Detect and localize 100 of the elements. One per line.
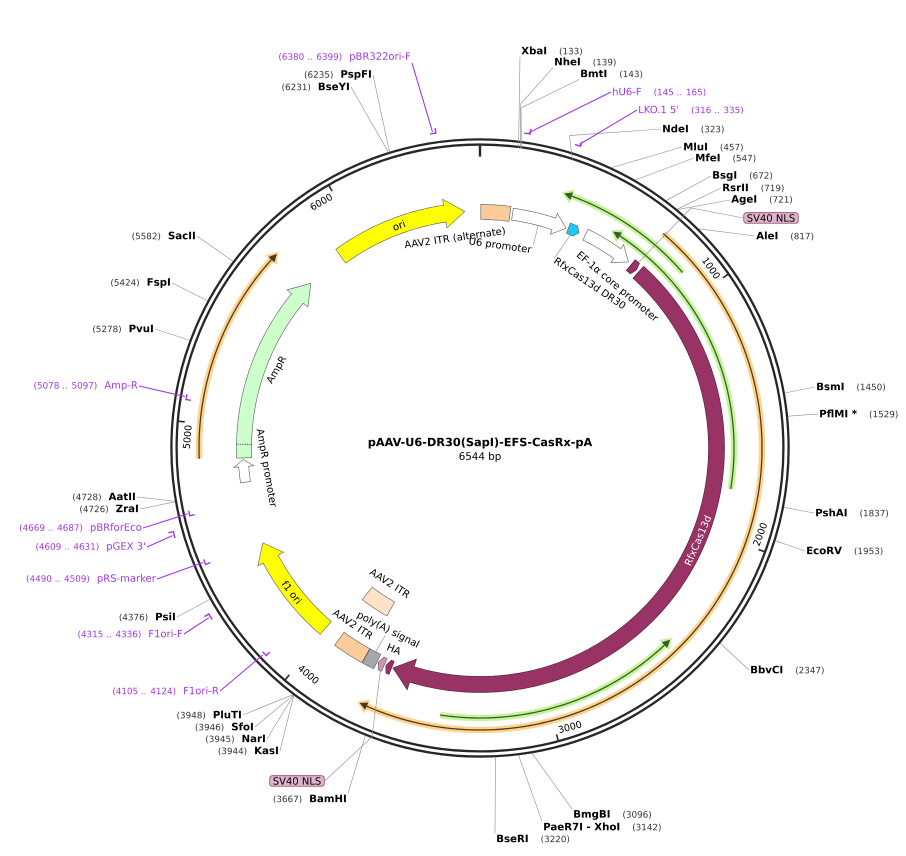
site-label: BmgBI (3096) <box>574 810 651 820</box>
leader-line <box>266 694 294 740</box>
site-label: MluI (457) <box>684 142 743 152</box>
leader-line <box>611 146 682 168</box>
leader-line <box>411 62 434 132</box>
primer-label: (4669 .. 4687) pBRforEco <box>20 523 142 533</box>
site-label: BsmI (1450) <box>817 382 885 392</box>
promoter-band <box>511 208 567 235</box>
primer-mark <box>188 510 195 517</box>
leader-line <box>376 635 386 652</box>
leader-line <box>698 228 756 236</box>
site-label: XbaI (133) <box>521 46 582 56</box>
leader-line <box>154 328 190 341</box>
leader-line <box>533 225 538 245</box>
leader-line <box>518 56 520 148</box>
primer-label: (5078 .. 5097) Amp-R <box>34 381 138 391</box>
primer-label: (4490 .. 4509) pRS-marker <box>26 574 156 584</box>
site-label: BsgI (672) <box>713 171 772 181</box>
primer-mark <box>168 530 176 538</box>
leader-line <box>638 208 744 263</box>
feature-label: AmpR promoter <box>256 429 276 507</box>
leader-line <box>532 752 572 810</box>
feature-tag: SV40 NLS <box>743 212 799 224</box>
leader-line <box>677 200 730 210</box>
leader-line <box>142 513 188 528</box>
leader-line <box>520 79 580 149</box>
primer-mark <box>262 651 270 657</box>
leader-line <box>242 694 294 716</box>
leader-line <box>518 754 542 822</box>
primer-label: (4315 .. 4336) F1ori-F <box>78 630 182 638</box>
leader-line <box>196 236 234 262</box>
site-label: (6231) BseYI <box>282 82 349 92</box>
primer-mark <box>204 613 213 620</box>
position-label: 2000 <box>753 523 767 546</box>
leader-line <box>784 507 814 514</box>
leader-line <box>666 176 712 201</box>
site-label: (3667) BamHI <box>274 794 346 804</box>
leader-line <box>350 86 389 152</box>
leader-line <box>372 74 390 152</box>
site-label: PflMI * (1529) <box>820 410 898 418</box>
leader-line <box>254 694 294 728</box>
leader-line <box>138 385 185 397</box>
plasmid-size: 6544 bp <box>459 452 501 462</box>
leader-line <box>520 67 554 148</box>
leader-line <box>156 562 204 580</box>
site-label: (4376) PsiI <box>120 612 175 622</box>
position-label: 3000 <box>558 720 582 733</box>
leader-line <box>184 617 210 634</box>
site-label: RsrII (719) <box>723 184 784 192</box>
site-label: AleI (817) <box>756 232 814 240</box>
site-label: AgeI (721) <box>731 195 792 205</box>
leader-line <box>220 654 264 692</box>
position-label: 5000 <box>182 426 192 449</box>
leader-line <box>569 128 662 160</box>
site-label: (3948) PluTI <box>177 710 241 720</box>
site-label: (5424) FspI <box>111 278 170 288</box>
leader-line <box>775 540 806 552</box>
site-label: PaeR7I - XhoI (3142) <box>544 822 661 832</box>
primer-label: LKO.1 5' (316 .. 335) <box>639 106 743 114</box>
site-label: (3946) SfoI <box>196 722 253 732</box>
leader-line <box>172 282 208 302</box>
leader-line <box>136 496 176 502</box>
primer-mark <box>185 394 192 402</box>
leader-line <box>146 535 173 548</box>
site-label: (5278) PvuI <box>93 324 153 334</box>
leader-line <box>579 110 638 145</box>
leader-line <box>788 414 818 416</box>
primer-label: (6380 .. 6399) pBR322ori-F <box>279 52 410 62</box>
primer-mark <box>430 128 437 135</box>
site-label: EcoRV (1953) <box>807 546 882 556</box>
primer-label: hU6-F (145 .. 165) <box>613 88 706 96</box>
leader-line <box>348 735 366 794</box>
site-label: NheI (139) <box>555 58 616 66</box>
site-label: MfeI (547) <box>696 154 756 162</box>
origin-band: f1 ori <box>257 542 332 635</box>
leader-line <box>494 757 496 834</box>
site-label: (5582) SacII <box>132 232 195 240</box>
site-label: (3944) KasI <box>218 746 278 756</box>
leader-line <box>528 92 612 134</box>
primer-mark <box>524 128 532 135</box>
leader-line <box>280 695 294 752</box>
site-label: NdeI (323) <box>663 124 724 134</box>
leader-line <box>676 188 722 210</box>
site-label: BbvCI (2347) <box>751 666 824 674</box>
leader-line <box>140 502 176 510</box>
site-label: BmtI (143) <box>581 70 642 78</box>
feature-tag: SV40 NLS <box>269 775 325 787</box>
site-label: (6235) PspFI <box>304 70 371 80</box>
leader-line <box>720 643 750 670</box>
leader-line <box>554 234 571 260</box>
primer-label: (4105 .. 4124) F1ori-R <box>113 686 219 696</box>
site-label: (4726) ZraI <box>80 504 138 514</box>
primer-label: (4609 .. 4631) pGEX 3' <box>36 542 145 552</box>
leader-line <box>176 599 210 618</box>
primer-mark <box>574 141 583 148</box>
leader-line <box>634 158 694 180</box>
site-label: PshAI (1837) <box>816 508 888 518</box>
leader-line <box>784 386 816 394</box>
site-label: (3945) NarI <box>206 734 265 744</box>
site-label: BseRI (3220) <box>497 834 570 844</box>
